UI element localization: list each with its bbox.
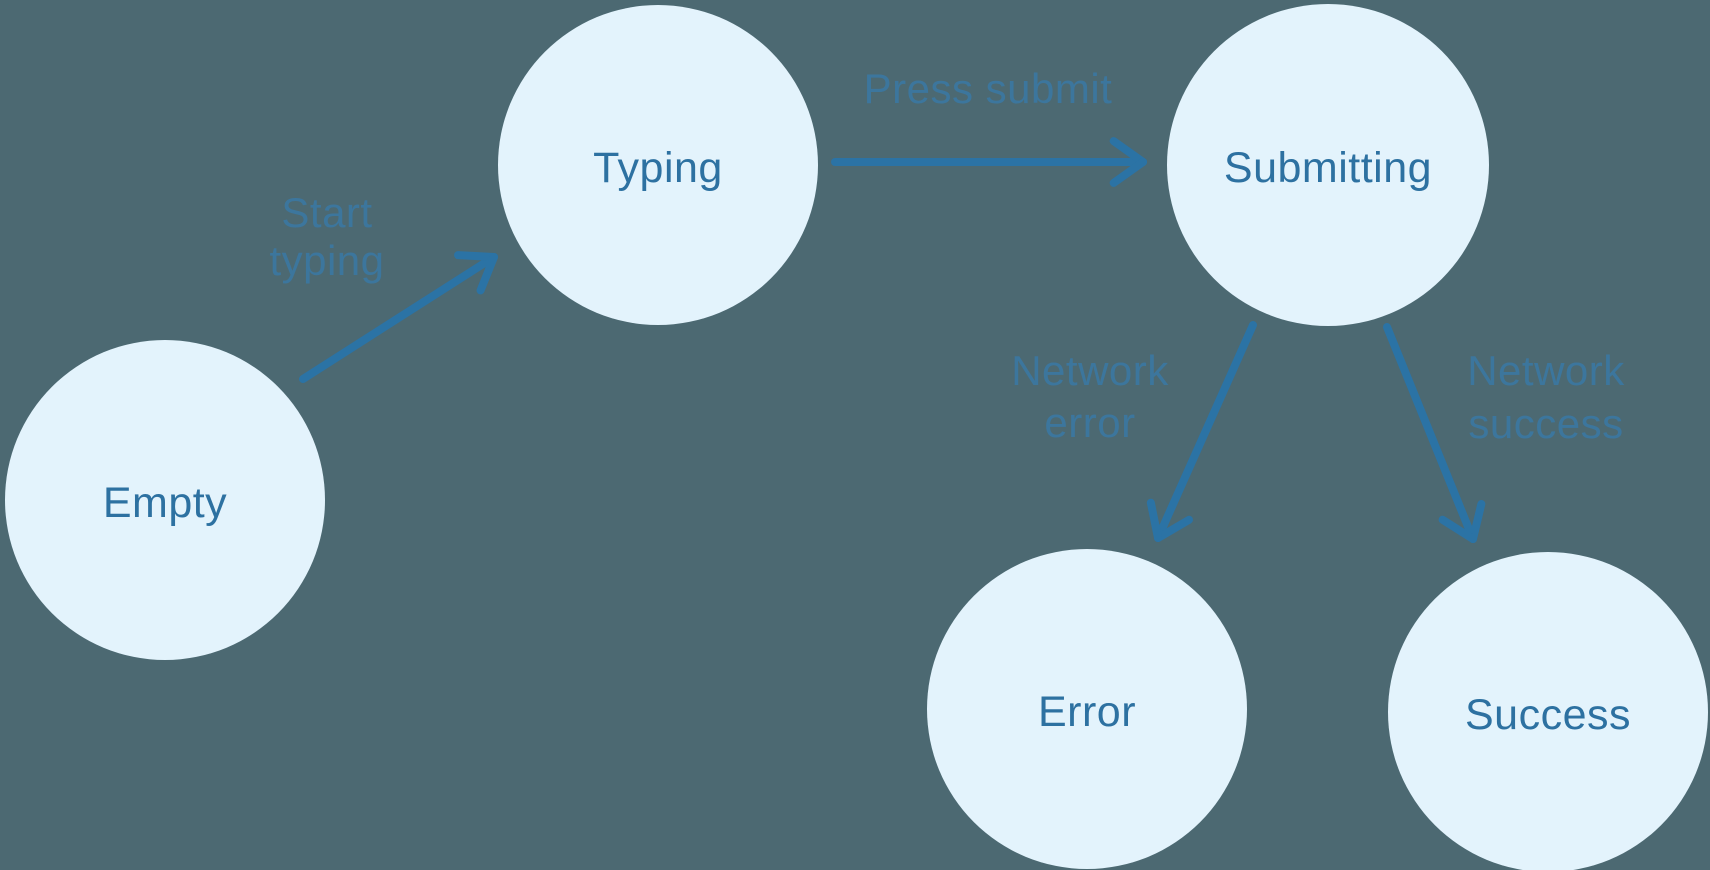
- transition-label-network-success-line2: success: [1468, 400, 1623, 447]
- transition-label-start-typing-line2: typing: [269, 237, 384, 284]
- arrow-head-icon: [1154, 515, 1194, 542]
- arrow-head-icon: [1146, 498, 1162, 542]
- state-node-typing: Typing: [498, 5, 818, 325]
- state-circle-typing: [498, 5, 818, 325]
- arrow-head-icon: [1438, 515, 1477, 543]
- state-circle-error: [927, 549, 1247, 869]
- transition-label-press-submit-line1: Press submit: [864, 65, 1113, 112]
- state-circle-submitting: [1167, 4, 1489, 326]
- state-label-empty: Empty: [103, 479, 227, 527]
- state-node-submitting: Submitting: [1167, 4, 1489, 326]
- arrow-head-icon: [1109, 158, 1147, 187]
- arrow-shaft-start-typing: [299, 253, 498, 383]
- state-label-error: Error: [1038, 688, 1136, 736]
- transition-network-error: Network error: [1011, 321, 1257, 542]
- state-node-error: Error: [927, 549, 1247, 869]
- arrow-shaft-network-error: [1154, 321, 1257, 542]
- state-label-typing: Typing: [593, 144, 723, 192]
- state-node-success: Success: [1388, 552, 1708, 870]
- arrow-head-icon: [1469, 499, 1486, 543]
- transition-network-success: Network success: [1383, 323, 1625, 543]
- arrow-head-icon: [1109, 137, 1147, 166]
- transition-label-network-error-line2: error: [1044, 399, 1135, 446]
- state-label-success: Success: [1465, 691, 1631, 739]
- transition-label-network-success-line1: Network: [1467, 347, 1625, 394]
- arrow-shaft-network-success: [1383, 323, 1477, 543]
- transition-label-start-typing-line1: Start: [281, 189, 372, 236]
- state-circle-empty: [5, 340, 325, 660]
- state-node-empty: Empty: [5, 340, 325, 660]
- transition-label-network-error-line1: Network: [1011, 347, 1169, 394]
- transition-press-submit: Press submit: [831, 65, 1147, 187]
- state-circle-success: [1388, 552, 1708, 870]
- arrow-head-icon: [454, 251, 498, 261]
- arrow-head-icon: [476, 253, 498, 295]
- state-label-submitting: Submitting: [1224, 144, 1432, 192]
